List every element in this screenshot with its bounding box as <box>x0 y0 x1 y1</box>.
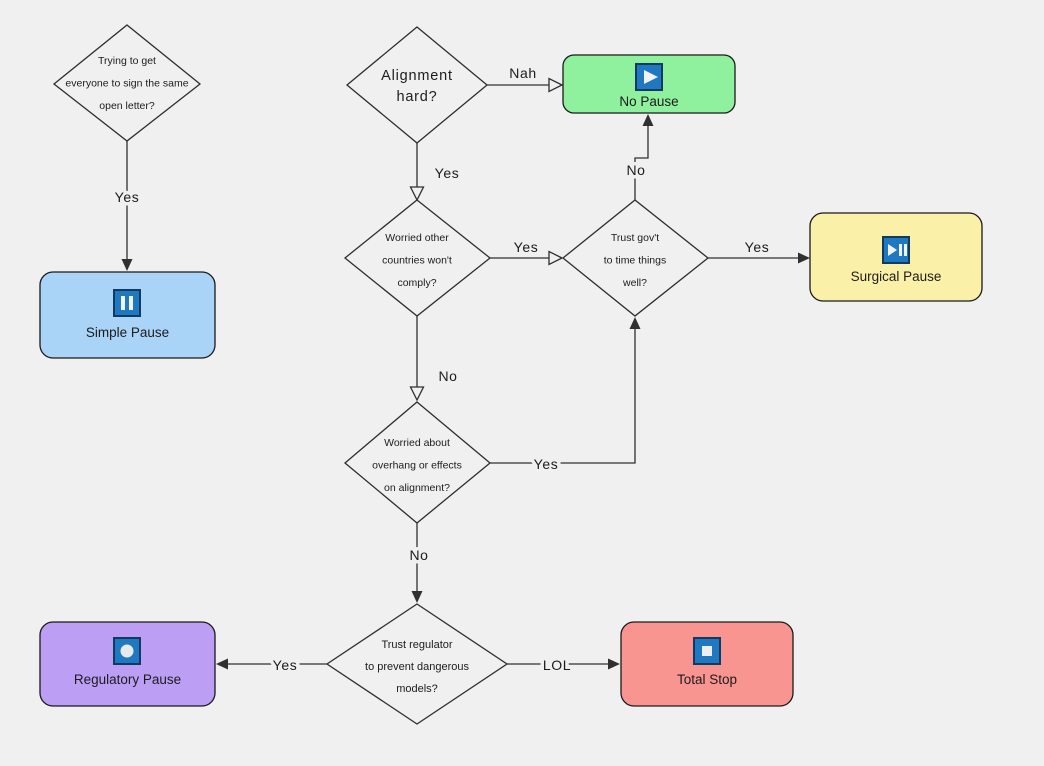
pause-icon <box>113 289 141 317</box>
decision-trust-govt-line3: well? <box>622 277 647 289</box>
edge-label-overhang-yes: Yes <box>534 456 559 472</box>
edge-regulator-to-total-stop <box>507 658 620 670</box>
decision-alignment-hard-line2: hard? <box>396 89 437 105</box>
edge-label-regulator-lol: LOL <box>543 657 571 673</box>
decision-countries-line3: comply? <box>397 277 436 289</box>
edge-alignment-to-no-pause <box>487 77 564 93</box>
decision-countries-comply: Worried other countries won't comply? <box>343 199 492 317</box>
decision-trust-govt-line2: to time things <box>604 255 666 267</box>
decision-countries-line1: Worried other <box>385 232 449 244</box>
edge-label-trust-govt-yes: Yes <box>745 239 770 255</box>
edge-label-alignment-yes: Yes <box>435 165 460 181</box>
edge-countries-to-overhang <box>409 316 425 402</box>
outcome-total-stop-label: Total Stop <box>677 672 737 687</box>
edge-countries-to-trust-govt <box>490 250 564 266</box>
decision-trust-regulator: Trust regulator to prevent dangerous mod… <box>325 603 509 725</box>
edge-trust-govt-to-surgical-pause <box>708 252 810 264</box>
play-icon <box>635 63 663 91</box>
decision-overhang-line1: Worried about <box>384 437 450 449</box>
edge-label-countries-yes: Yes <box>514 239 539 255</box>
play-pause-icon <box>882 236 910 264</box>
decision-open-letter-line3: open letter? <box>99 100 155 112</box>
edge-alignment-to-countries <box>409 143 425 202</box>
outcome-surgical-pause: Surgical Pause <box>809 212 983 302</box>
edge-open-letter-to-simple-pause <box>121 141 133 271</box>
decision-overhang: Worried about overhang or effects on ali… <box>343 401 492 524</box>
edge-label-overhang-no: No <box>409 547 428 563</box>
decision-trust-govt: Trust gov't to time things well? <box>561 199 710 317</box>
decision-alignment-hard-line1: Alignment <box>381 68 453 84</box>
edge-overhang-to-trust-govt <box>490 317 641 464</box>
decision-regulator-line2: to prevent dangerous <box>365 661 469 673</box>
decision-countries-line2: countries won't <box>382 255 452 267</box>
outcome-surgical-pause-label: Surgical Pause <box>851 269 942 284</box>
stop-icon <box>693 637 721 665</box>
edge-regulator-to-regulatory-pause <box>216 658 327 670</box>
decision-regulator-line3: models? <box>396 683 438 695</box>
decision-overhang-line2: overhang or effects <box>372 460 462 472</box>
outcome-regulatory-pause: Regulatory Pause <box>39 621 216 707</box>
edge-overhang-to-regulator <box>411 523 423 603</box>
decision-trust-govt-line1: Trust gov't <box>611 232 659 244</box>
decision-open-letter: Trying to get everyone to sign the same … <box>52 24 202 142</box>
outcome-no-pause: No Pause <box>562 54 736 114</box>
edge-label-alignment-nah: Nah <box>509 65 536 81</box>
decision-open-letter-line2: everyone to sign the same <box>65 78 188 90</box>
edge-label-open-letter-yes: Yes <box>115 189 140 205</box>
edge-label-regulator-yes: Yes <box>273 657 298 673</box>
decision-overhang-line3: on alignment? <box>384 482 450 494</box>
decision-alignment-hard: Alignment hard? <box>345 26 489 144</box>
decision-open-letter-line1: Trying to get <box>98 55 156 67</box>
outcome-simple-pause-label: Simple Pause <box>86 325 169 340</box>
record-icon <box>113 637 141 665</box>
outcome-simple-pause: Simple Pause <box>39 271 216 359</box>
outcome-regulatory-pause-label: Regulatory Pause <box>74 672 181 687</box>
edge-label-trust-govt-no: No <box>626 162 645 178</box>
outcome-no-pause-label: No Pause <box>619 94 678 109</box>
edge-label-countries-no: No <box>438 368 457 384</box>
outcome-total-stop: Total Stop <box>620 621 794 707</box>
edge-trust-govt-to-no-pause <box>634 114 654 200</box>
decision-regulator-line1: Trust regulator <box>381 639 452 651</box>
